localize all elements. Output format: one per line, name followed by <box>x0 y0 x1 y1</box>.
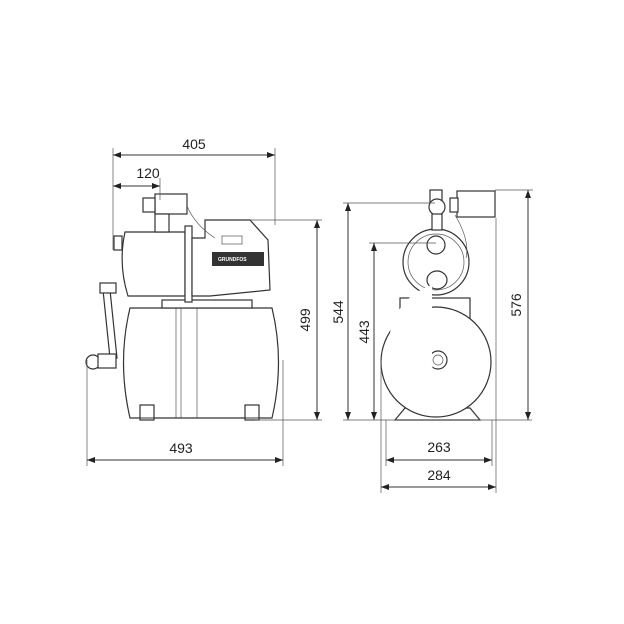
pump-housing <box>121 231 186 297</box>
dim-263: 263 <box>427 439 451 455</box>
dim-499: 499 <box>297 308 313 332</box>
brand-logo-plate <box>212 252 264 266</box>
dim-576: 576 <box>508 293 524 317</box>
pump-flange <box>184 225 193 303</box>
pressure-switch <box>456 190 496 218</box>
tank-foot <box>244 404 260 421</box>
side-view-dimensions: 405 120 499 493 <box>86 136 322 466</box>
dim-443: 443 <box>356 320 372 344</box>
connecting-pipe <box>102 289 118 359</box>
tank-foot <box>139 404 155 421</box>
dim-544: 544 <box>330 300 346 324</box>
dim-120: 120 <box>136 165 160 181</box>
svg-text:GRUNDFOS: GRUNDFOS <box>218 257 247 263</box>
dim-493: 493 <box>169 440 193 456</box>
front-view-dimensions: 544 443 576 263 284 <box>330 189 533 493</box>
side-view: GRUNDFOS <box>85 193 280 421</box>
mounting-bracket <box>161 299 253 309</box>
pressure-tank <box>122 307 280 419</box>
front-view <box>380 189 496 421</box>
dim-284: 284 <box>427 467 451 483</box>
dim-405: 405 <box>182 136 206 152</box>
